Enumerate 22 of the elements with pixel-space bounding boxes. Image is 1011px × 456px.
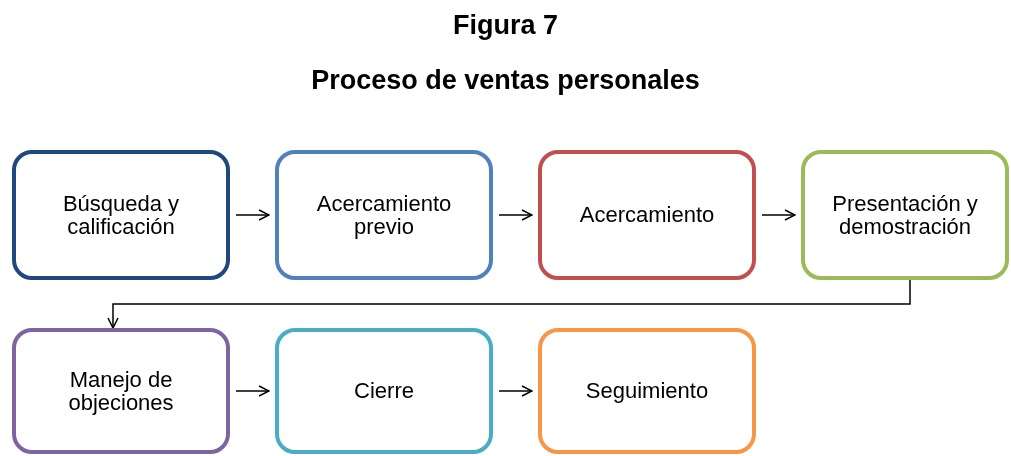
arrow [498, 385, 533, 397]
process-box [275, 150, 493, 280]
arrow [498, 209, 533, 221]
step-label: Búsqueda y calificación [61, 191, 181, 239]
arrow [235, 385, 270, 397]
step-label: Manejo de objeciones [67, 367, 175, 415]
step-label: Seguimiento [585, 379, 709, 403]
process-box [12, 328, 230, 454]
process-box [275, 328, 493, 454]
step-label: Acercamiento previo [315, 191, 453, 239]
step-label: Cierre [354, 379, 414, 403]
step-label: Presentación y demostración [831, 191, 979, 239]
process-box [801, 150, 1009, 280]
step-label: Acercamiento [579, 203, 715, 227]
arrow [107, 279, 911, 329]
process-box [538, 150, 756, 280]
process-box [12, 150, 230, 280]
figure-number: Figura 7 [452, 10, 559, 41]
process-box [538, 328, 756, 454]
diagram-title: Proceso de ventas personales [310, 65, 701, 96]
arrow [235, 209, 270, 221]
arrow [761, 209, 796, 221]
